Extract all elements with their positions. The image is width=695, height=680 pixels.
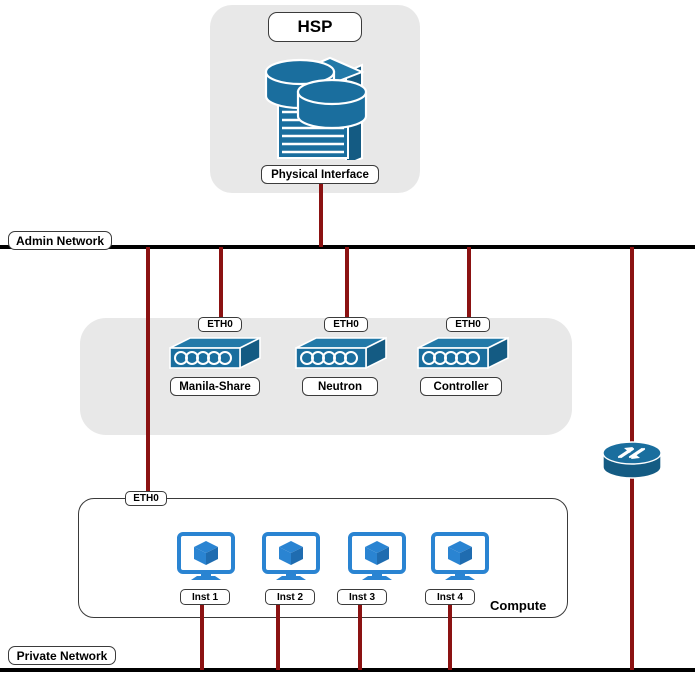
router-icon[interactable] (601, 441, 663, 481)
neutron-nic-chip[interactable]: ETH0 (324, 317, 368, 332)
compute-label: Compute (490, 598, 547, 613)
storage-server-icon (258, 50, 368, 160)
link-inst-3-to-private (358, 604, 362, 670)
link-admin-to-manila-share (219, 247, 223, 319)
inst-4-label-chip[interactable]: Inst 4 (425, 589, 475, 605)
link-inst-2-to-private (276, 604, 280, 670)
admin-network-label[interactable]: Admin Network (8, 231, 112, 250)
link-admin-to-controller (467, 247, 471, 319)
instance-monitor-icon (348, 532, 406, 584)
controller-nic-chip[interactable]: ETH0 (446, 317, 490, 332)
link-admin-to-compute (146, 247, 150, 497)
manila-share-nic-chip[interactable]: ETH0 (198, 317, 242, 332)
private-network-label[interactable]: Private Network (8, 646, 116, 665)
inst-3-label-chip[interactable]: Inst 3 (337, 589, 387, 605)
link-admin-to-neutron (345, 247, 349, 319)
switch-icon (294, 336, 388, 374)
switch-icon (416, 336, 510, 374)
link-inst-4-to-private (448, 604, 452, 670)
link-hsp-to-admin (319, 184, 323, 247)
instance-monitor-icon (262, 532, 320, 584)
instance-monitor-icon (177, 532, 235, 584)
private-network-line (0, 668, 695, 672)
switch-icon (168, 336, 262, 374)
instance-monitor-icon (431, 532, 489, 584)
link-inst-1-to-private (200, 604, 204, 670)
neutron-label-chip[interactable]: Neutron (302, 377, 378, 396)
compute-box (78, 498, 568, 618)
inst-2-label-chip[interactable]: Inst 2 (265, 589, 315, 605)
compute-nic-chip[interactable]: ETH0 (125, 491, 167, 506)
inst-1-label-chip[interactable]: Inst 1 (180, 589, 230, 605)
hsp-physical-interface-chip[interactable]: Physical Interface (261, 165, 379, 184)
hsp-title-chip[interactable]: HSP (268, 12, 362, 42)
controller-label-chip[interactable]: Controller (420, 377, 502, 396)
manila-share-label-chip[interactable]: Manila-Share (170, 377, 260, 396)
